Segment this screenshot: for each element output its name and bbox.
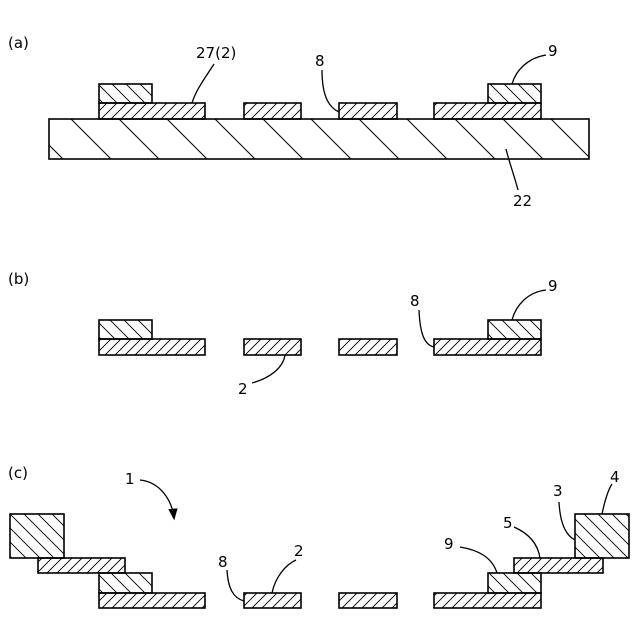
leader-27-2 bbox=[192, 64, 214, 103]
panel-b: (b) 9 8 2 bbox=[8, 270, 558, 398]
leader-c-8 bbox=[227, 570, 244, 601]
leader-b-2 bbox=[252, 355, 285, 383]
leader-a-8 bbox=[322, 70, 339, 112]
panel-a: (a) 27(2) 8 9 22 bbox=[8, 34, 589, 210]
strip-b-2 bbox=[244, 339, 301, 355]
strip-b-3 bbox=[339, 339, 397, 355]
ref-a-8: 8 bbox=[315, 52, 325, 70]
block-b-9 bbox=[488, 320, 541, 339]
leader-c-4 bbox=[602, 484, 612, 514]
ref-c-2: 2 bbox=[294, 542, 304, 560]
leader-c-3 bbox=[559, 502, 575, 540]
ref-c-8: 8 bbox=[218, 553, 228, 571]
block-a-left bbox=[99, 84, 152, 103]
ref-b-2: 2 bbox=[238, 380, 248, 398]
strip-a-3 bbox=[339, 103, 397, 119]
leader-a-9 bbox=[512, 55, 546, 84]
ref-b-8: 8 bbox=[410, 292, 420, 310]
block-c-left bbox=[99, 573, 152, 593]
strip-c-3 bbox=[339, 593, 397, 608]
leader-c-5 bbox=[514, 527, 540, 558]
panel-c: (c) 1 8 2 9 5 3 4 bbox=[8, 464, 629, 608]
block-c-9 bbox=[488, 573, 541, 593]
strip-a-2 bbox=[244, 103, 301, 119]
leader-c-2 bbox=[272, 560, 296, 593]
strip-b-1 bbox=[99, 339, 205, 355]
substrate-22 bbox=[49, 119, 589, 159]
leader-c-9 bbox=[460, 547, 497, 573]
ref-c-1: 1 bbox=[125, 470, 135, 488]
ref-27-2: 27(2) bbox=[196, 44, 236, 62]
leader-b-9 bbox=[512, 290, 546, 320]
ref-a-9: 9 bbox=[548, 42, 558, 60]
ref-c-4: 4 bbox=[610, 468, 620, 486]
block-c-4-left bbox=[10, 514, 64, 558]
strip-c-5-right bbox=[514, 558, 603, 573]
strip-b-4 bbox=[434, 339, 541, 355]
panel-c-label: (c) bbox=[8, 464, 28, 482]
strip-a-4 bbox=[434, 103, 541, 119]
block-b-left bbox=[99, 320, 152, 339]
ref-22: 22 bbox=[513, 192, 532, 210]
block-a-9 bbox=[488, 84, 541, 103]
panel-a-label: (a) bbox=[8, 34, 29, 52]
panel-b-label: (b) bbox=[8, 270, 29, 288]
strip-c-1 bbox=[99, 593, 205, 608]
block-c-4-right bbox=[575, 514, 629, 558]
ref-c-5: 5 bbox=[503, 514, 513, 532]
ref-c-3: 3 bbox=[553, 482, 563, 500]
arrow-1 bbox=[140, 480, 174, 518]
strip-a-1 bbox=[99, 103, 205, 119]
ref-b-9: 9 bbox=[548, 277, 558, 295]
ref-c-9: 9 bbox=[444, 535, 454, 553]
strip-c-4 bbox=[434, 593, 541, 608]
strip-c-2 bbox=[244, 593, 301, 608]
strip-c-5-left bbox=[38, 558, 125, 573]
leader-b-8 bbox=[419, 310, 434, 347]
